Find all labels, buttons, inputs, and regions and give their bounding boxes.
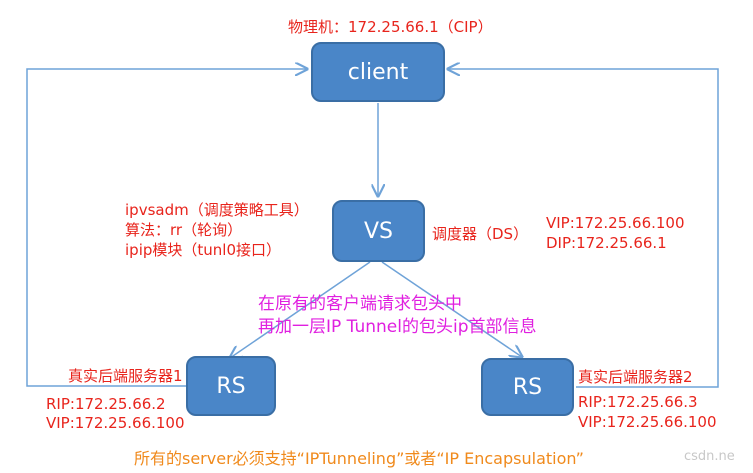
rs1-vip-label: VIP:172.25.66.100 bbox=[46, 414, 185, 432]
rs2-node: RS bbox=[481, 358, 574, 416]
footer-requirement-note: 所有的server必须支持“IPTunneling”或者“IP Encapsul… bbox=[134, 449, 584, 468]
vs-vip-label: VIP:172.25.66.100 bbox=[546, 214, 685, 232]
rs1-rip-label: RIP:172.25.66.2 bbox=[46, 395, 166, 413]
rs2-vip-label: VIP:172.25.66.100 bbox=[578, 413, 717, 431]
edge-vs-to-rs1 bbox=[230, 261, 371, 358]
scheduler-label: 调度器（DS） bbox=[432, 225, 529, 243]
tunnel-note-line2: 再加一层IP Tunnel的包头ip首部信息 bbox=[258, 317, 537, 337]
physical-machine-label: 物理机：172.25.66.1（CIP） bbox=[288, 18, 493, 36]
rs1-node: RS bbox=[186, 356, 276, 416]
tunnel-note-line1: 在原有的客户端请求包头中 bbox=[258, 294, 462, 314]
ipip-module-label: ipip模块（tunl0接口） bbox=[125, 241, 281, 259]
edge-rs1-to-client bbox=[26, 69, 307, 387]
algorithm-label: 算法：rr（轮询） bbox=[125, 221, 243, 239]
rs2-title-label: 真实后端服务器2 bbox=[578, 368, 693, 386]
ipvsadm-label: ipvsadm（调度策略工具） bbox=[125, 201, 309, 219]
watermark-text: csdn.ne bbox=[684, 449, 735, 464]
vs-dip-label: DIP:172.25.66.1 bbox=[546, 234, 667, 252]
edge-rs2-to-client bbox=[448, 69, 719, 388]
edge-vs-to-rs2 bbox=[381, 261, 522, 357]
rs1-title-label: 真实后端服务器1 bbox=[68, 367, 183, 385]
rs2-rip-label: RIP:172.25.66.3 bbox=[578, 393, 698, 411]
client-node: client bbox=[311, 42, 445, 102]
vs-node: VS bbox=[332, 200, 425, 262]
